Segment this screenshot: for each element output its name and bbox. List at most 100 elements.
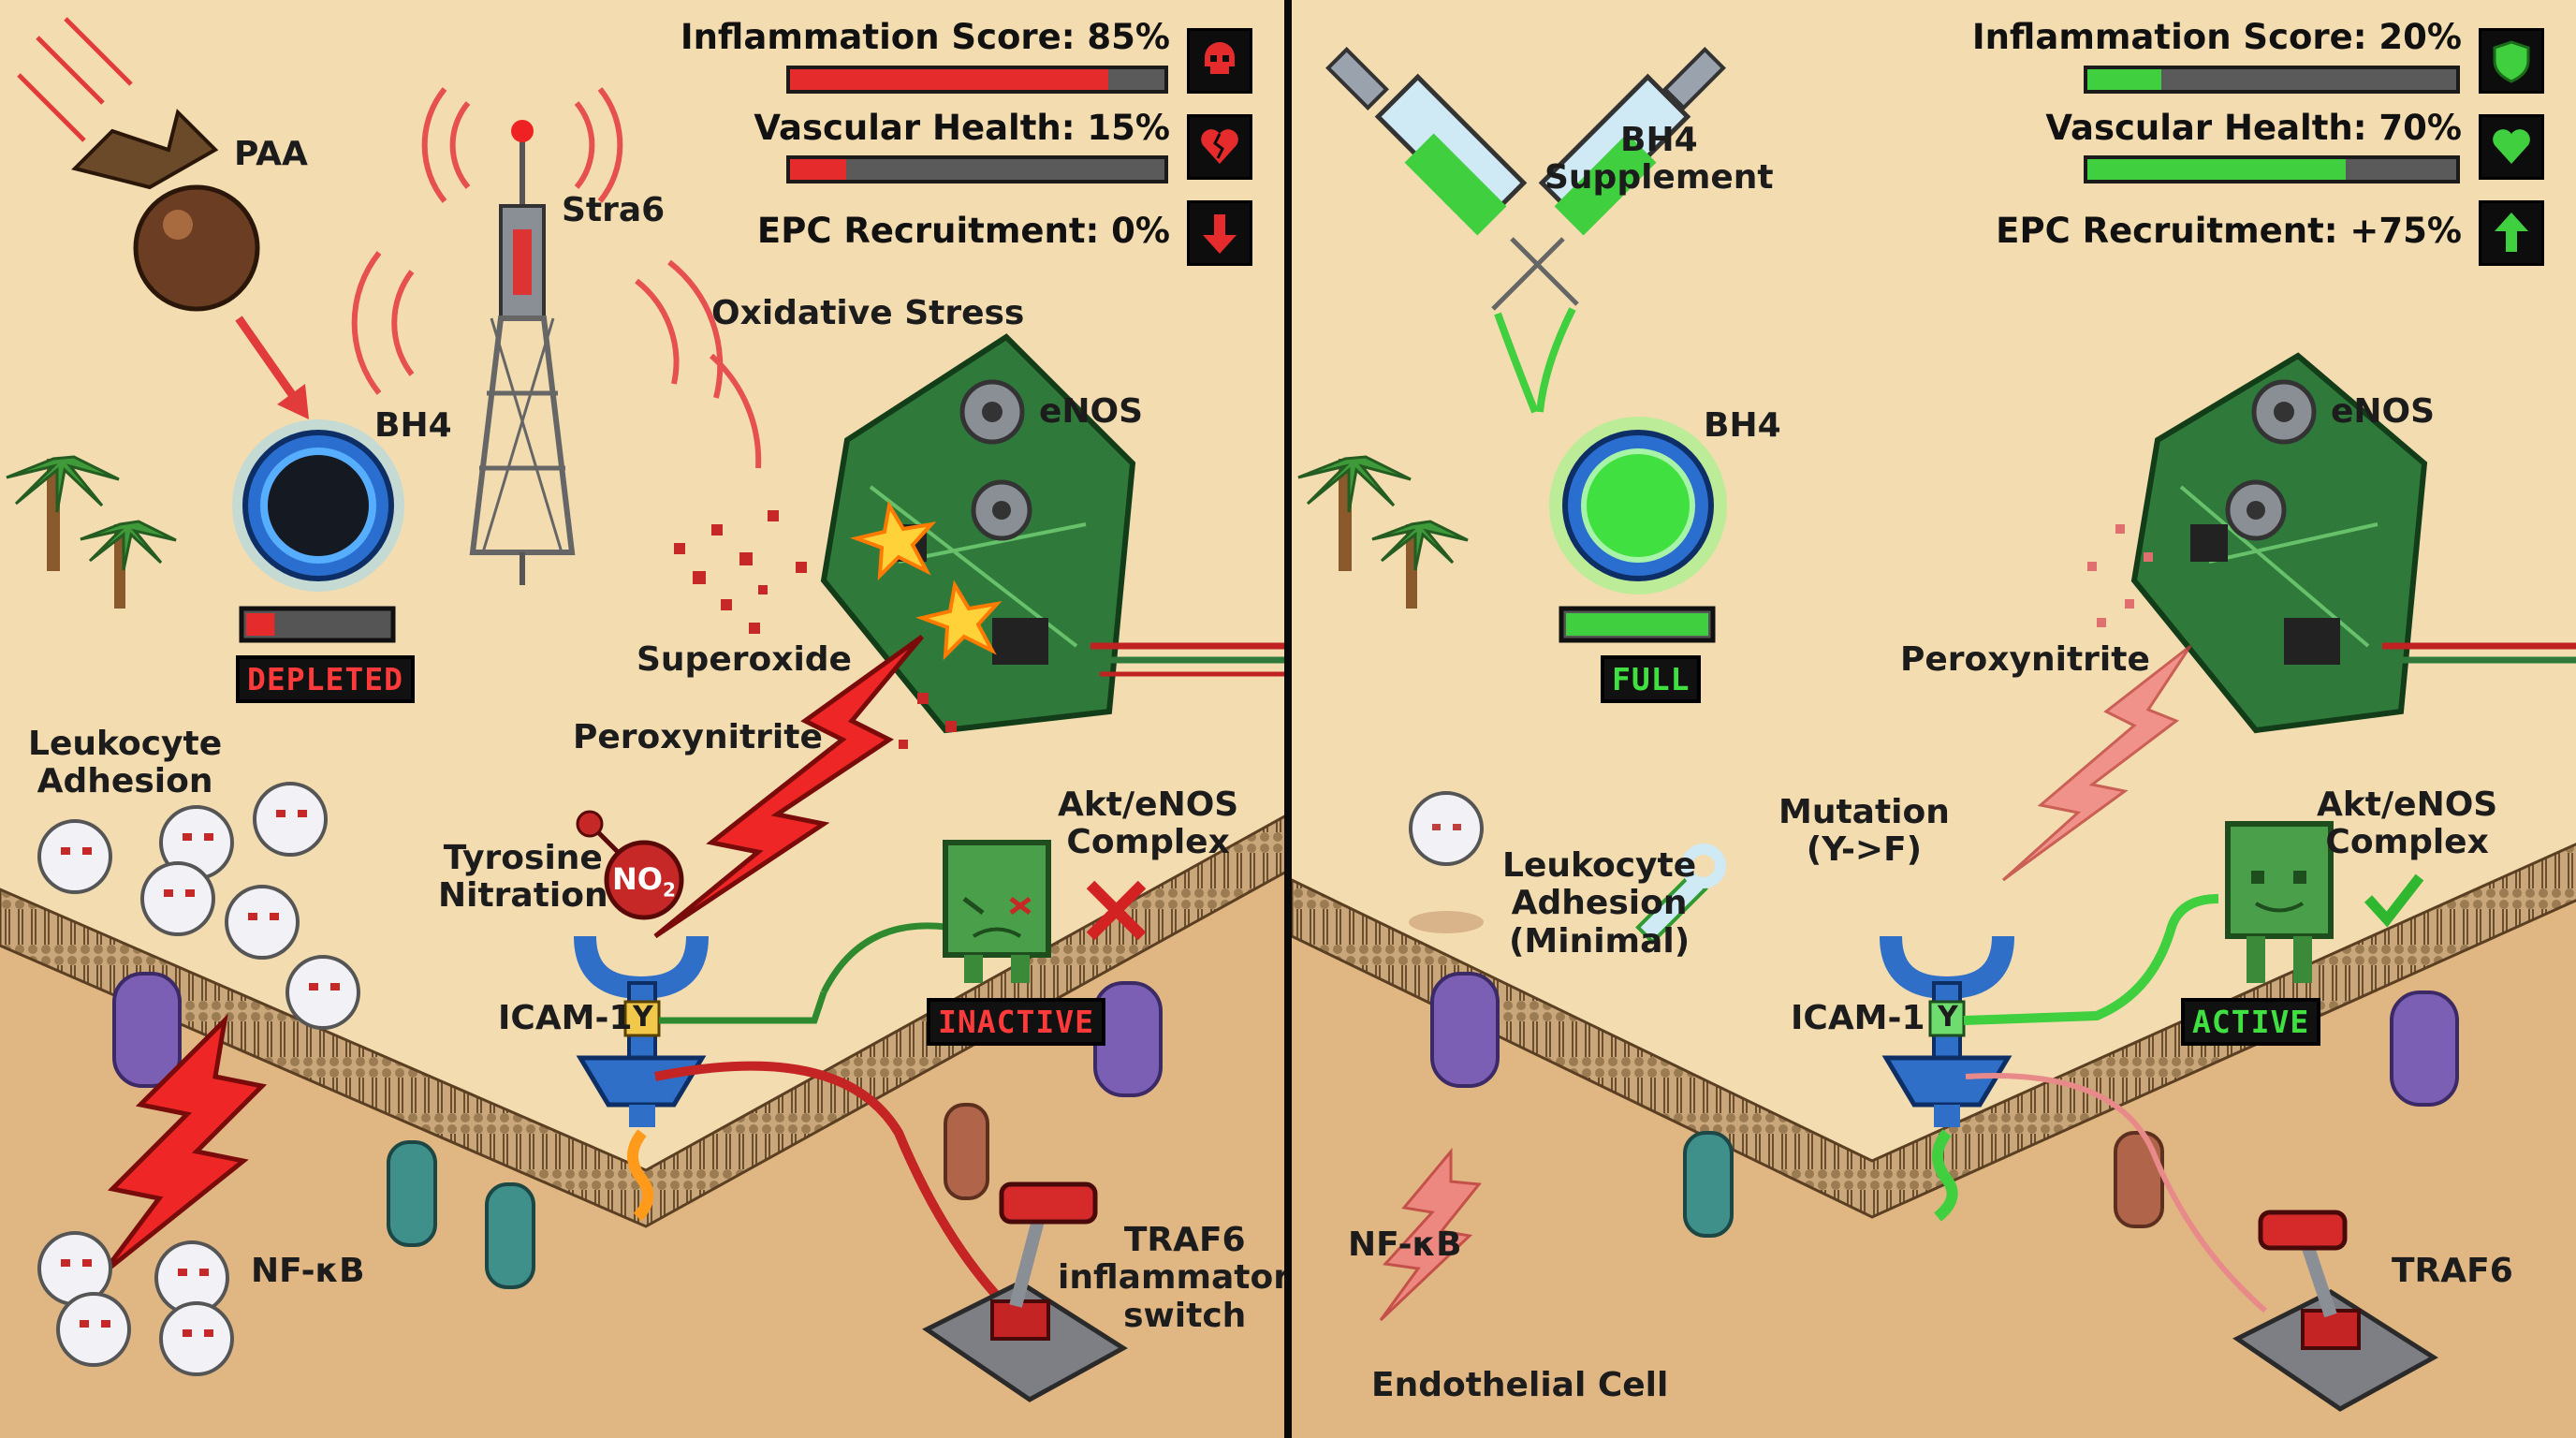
stra6-label: Stra6	[562, 191, 666, 229]
membrane-protein-teal	[387, 1140, 437, 1247]
vascular-health-bar	[786, 155, 1168, 183]
wrench-icon	[1635, 844, 1726, 945]
bh4-orb-icon	[1549, 417, 1727, 594]
membrane-protein-brown	[944, 1103, 989, 1200]
enos-circuit-board-icon	[820, 333, 1288, 734]
akt-enos-complex-icon	[943, 840, 1051, 983]
inflammation-score-bar	[2084, 66, 2460, 94]
broken-heart-icon	[1187, 114, 1252, 180]
bh4-label: BH4	[374, 406, 452, 445]
vascular-health-label: Vascular Health: 15%	[754, 108, 1170, 148]
membrane-protein-teal	[1683, 1131, 1734, 1238]
vascular-health-fill	[2087, 159, 2346, 180]
syringe-icon	[1325, 47, 1579, 306]
oxidative-stress-waves-icon	[351, 87, 762, 469]
epc-recruitment-label: EPC Recruitment: +75%	[1996, 211, 2462, 251]
panel-divider	[1284, 0, 1292, 1438]
bh4-status-badge: FULL	[1601, 655, 1702, 703]
palm-tree-icon	[80, 520, 177, 609]
bh4-label: BH4	[1704, 406, 1781, 445]
left-panel-disease-state: Inflammation Score: 85% Vascular Health:…	[0, 17, 1288, 1438]
akt-status-badge: ACTIVE	[2181, 998, 2321, 1046]
peroxynitrite-label: Peroxynitrite	[1900, 640, 2150, 679]
palm-tree-icon	[6, 455, 120, 571]
leukocyte-cluster-icon	[37, 782, 360, 1376]
membrane-protein-purple	[112, 972, 182, 1088]
inflammation-score-fill	[790, 69, 1108, 90]
leukocyte-adhesion-label: Leukocyte Adhesion	[28, 725, 223, 801]
skull-icon	[1187, 28, 1252, 94]
akt-status-badge: INACTIVE	[927, 998, 1105, 1046]
icam1-label: ICAM-1	[1791, 999, 1925, 1037]
tyrosine-nitration-label: Tyrosine Nitration	[438, 839, 608, 916]
traf6-label: TRAF6	[2392, 1252, 2513, 1290]
right-scene-art	[1292, 0, 2576, 1438]
oxidative-stress-label: Oxidative Stress	[711, 294, 1025, 332]
traf6-lever-switch-icon	[2232, 1210, 2438, 1412]
peroxynitrite-particles-icon	[2087, 524, 2153, 627]
membrane-protein-brown	[2114, 1131, 2164, 1228]
arrow-icon	[235, 315, 301, 405]
spark-icon	[850, 500, 1003, 661]
signal-cable	[659, 922, 946, 1024]
traf6-cable	[1965, 1073, 2267, 1313]
nfkb-label: NF-κB	[251, 1252, 365, 1290]
traf6-cable	[654, 1061, 1015, 1314]
paa-projectile-icon	[17, 17, 260, 312]
leukocyte-eyes	[61, 810, 340, 1337]
checkmark-icon	[2364, 873, 2424, 928]
membrane-protein-purple	[1430, 972, 1500, 1088]
leukocyte-adhesion-label: Leukocyte Adhesion (Minimal)	[1502, 846, 1697, 961]
vascular-health-bar	[2084, 155, 2460, 183]
heart-icon	[2479, 114, 2544, 180]
vascular-health-label: Vascular Health: 70%	[2045, 108, 2462, 148]
membrane-protein-teal	[485, 1182, 535, 1289]
endothelial-cell-label: Endothelial Cell	[1371, 1366, 1669, 1404]
nfkb-label: NF-κB	[1348, 1225, 1462, 1264]
icam1-residue-label: Y	[633, 1001, 653, 1034]
paa-label: PAA	[234, 135, 308, 173]
down-arrow-icon	[1187, 200, 1252, 266]
superoxide-label: Superoxide	[637, 640, 852, 679]
x-mark-icon	[1086, 880, 1147, 941]
no2-molecule-icon	[604, 840, 684, 920]
enos-circuit-board-icon	[2130, 352, 2576, 734]
vascular-health-fill	[790, 159, 846, 180]
akt-enos-complex-label: Akt/eNOS Complex	[1058, 785, 1239, 862]
peroxynitrite-lightning-icon	[653, 634, 924, 939]
inflammation-score-label: Inflammation Score: 20%	[1971, 17, 2462, 57]
leukocyte-icon	[1409, 791, 1484, 933]
akt-enos-complex-icon	[2225, 821, 2334, 983]
palm-tree-icon	[1371, 520, 1469, 609]
up-arrow-icon	[2479, 200, 2544, 266]
right-panel-treated-state: Inflammation Score: 20% Vascular Health:…	[1292, 0, 2576, 1438]
icam1-receptor-icon	[574, 935, 709, 1222]
inflammation-score-label: Inflammation Score: 85%	[680, 17, 1170, 57]
peroxynitrite-lightning-icon	[2001, 644, 2192, 882]
shield-icon	[2479, 28, 2544, 94]
mutation-label: Mutation (Y->F)	[1778, 793, 1950, 870]
no2-text: NO2	[612, 861, 676, 902]
traf6-label: TRAF6 inflammatory switch	[1058, 1221, 1288, 1335]
bh4-level-fill	[1566, 613, 1708, 636]
icam1-label: ICAM-1	[498, 999, 633, 1037]
akt-enos-complex-label: Akt/eNOS Complex	[2317, 785, 2498, 862]
inflammation-score-bar	[786, 66, 1168, 94]
enos-label: eNOS	[2331, 392, 2436, 431]
arrow-head-icon	[277, 384, 309, 419]
enos-label: eNOS	[1039, 392, 1144, 431]
nfkb-lightning-icon	[1379, 1147, 1482, 1322]
bh4-status-badge: DEPLETED	[236, 655, 415, 703]
superoxide-particles-icon	[674, 510, 957, 749]
icam1-residue-label: Y	[1938, 1001, 1958, 1034]
bh4-orb-icon	[232, 419, 404, 592]
syringe-icon	[1491, 47, 1726, 311]
traf6-lever-switch-icon	[922, 1181, 1128, 1402]
peroxynitrite-label: Peroxynitrite	[573, 718, 823, 756]
left-scene-art	[0, 17, 1288, 1438]
membrane-protein-purple	[2390, 990, 2459, 1107]
palm-tree-icon	[1297, 455, 1412, 571]
stra6-tower-icon	[469, 120, 576, 585]
inflammation-score-fill	[2087, 69, 2161, 90]
